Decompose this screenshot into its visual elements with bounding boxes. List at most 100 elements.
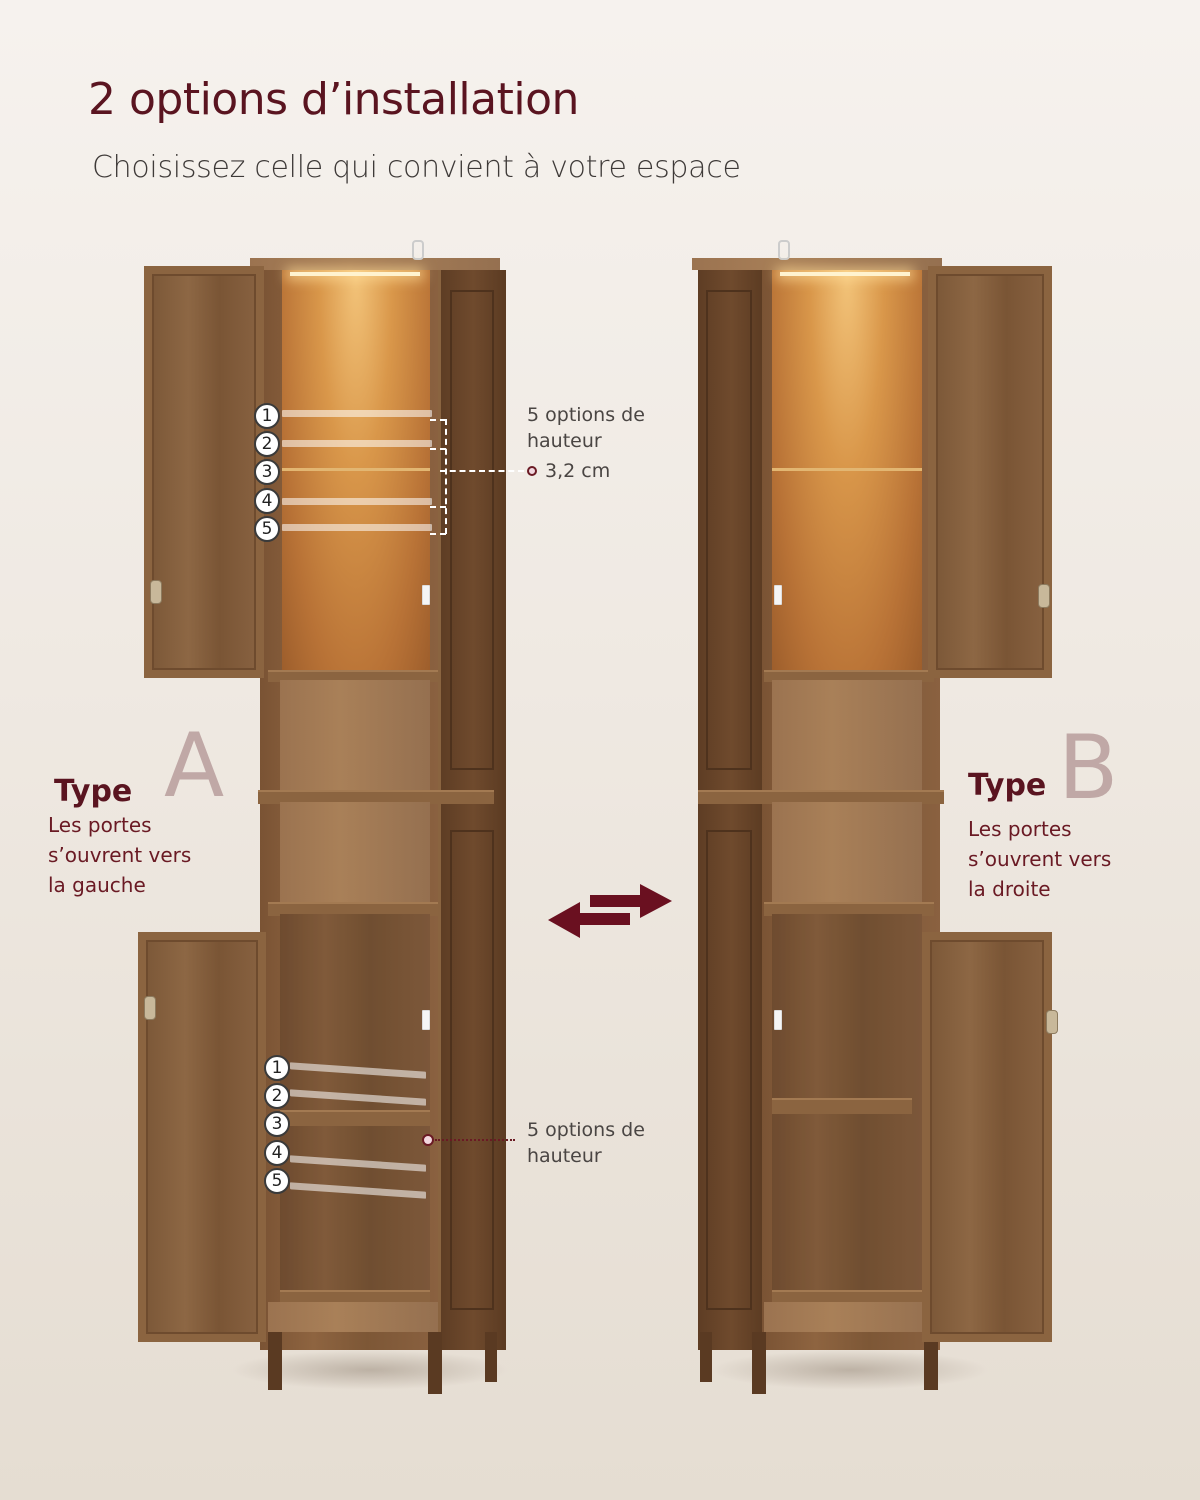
desc-line: Les portes: [968, 817, 1072, 841]
shelf-ghost-5: [282, 524, 432, 531]
lower-shelf-markers-a: 1 2 3 4 5: [262, 1050, 522, 1200]
shelf-ghost-2: [290, 1089, 426, 1106]
lower-compartment: [280, 914, 430, 1304]
desc-line: la droite: [968, 877, 1051, 901]
lower-door-open-left[interactable]: [138, 932, 266, 1342]
magnet-catch: [422, 585, 430, 605]
desc-line: la gauche: [48, 873, 146, 897]
upper-door-open-right[interactable]: [928, 266, 1052, 678]
glass-shelf: [772, 468, 922, 471]
note-line-2: hauteur: [527, 430, 602, 452]
position-badge-3: 3: [254, 459, 280, 485]
lower-height-note: 5 options de hauteur: [527, 1117, 645, 1169]
note-line-1: 5 options de: [527, 404, 645, 426]
upper-height-note: 5 options de hauteur 3,2 cm: [527, 402, 645, 484]
position-badge-5: 5: [254, 516, 280, 542]
shelf-ghost-5: [290, 1182, 426, 1199]
leg: [924, 1332, 938, 1390]
leg: [700, 1332, 712, 1382]
cabinet-top: [692, 258, 942, 270]
type-b-letter: B: [1058, 716, 1119, 819]
leg: [752, 1332, 766, 1394]
type-a-letter: A: [164, 714, 225, 817]
shelf-ghost-1: [290, 1062, 426, 1079]
bracket-line: [430, 448, 446, 450]
open-cubby: [280, 802, 430, 902]
fixed-shelf: [764, 670, 934, 682]
position-badge-4: 4: [264, 1140, 290, 1166]
magnet-catch: [422, 1010, 430, 1030]
type-b-word: Type: [968, 768, 1047, 803]
cabinet-top: [250, 258, 500, 270]
wall-hook: [412, 240, 424, 260]
magnet-catch: [774, 585, 782, 605]
glass-shelf: [282, 468, 430, 471]
led-strip: [780, 272, 910, 276]
bracket-line: [430, 533, 446, 535]
bottom-shelf: [280, 1290, 430, 1304]
desc-line: s’ouvrent vers: [48, 843, 192, 867]
leg: [428, 1332, 442, 1394]
position-badge-1: 1: [254, 403, 280, 429]
door-hinge: [150, 580, 162, 604]
position-badge-3: 3: [264, 1111, 290, 1137]
lower-door-open-right[interactable]: [922, 932, 1052, 1342]
connector-line: [440, 470, 524, 472]
type-a-word: Type: [54, 774, 133, 809]
fixed-shelf: [268, 902, 438, 916]
bracket-line: [430, 419, 446, 421]
upper-shelf-markers-a: 1 2 3 4 5: [250, 400, 537, 550]
door-hinge: [1038, 584, 1050, 608]
door-hinge: [144, 996, 156, 1020]
open-cubby: [772, 680, 922, 790]
shelf-ghost-2: [282, 440, 432, 447]
page-title: 2 options d’installation: [88, 74, 579, 125]
bottom-rail: [764, 1302, 934, 1332]
fixed-shelf: [764, 902, 934, 916]
page-subtitle: Choisissez celle qui convient à votre es…: [92, 150, 741, 185]
adjustable-shelf: [772, 1098, 912, 1114]
note-line-1: 5 options de: [527, 1119, 645, 1141]
cabinet-type-a: [130, 240, 510, 1410]
bracket-line: [444, 419, 447, 534]
spacing-marker-dot: [527, 466, 537, 476]
shelf-ghost-4: [290, 1155, 426, 1172]
position-badge-1: 1: [264, 1055, 290, 1081]
desc-line: s’ouvrent vers: [968, 847, 1112, 871]
leg: [268, 1332, 282, 1390]
position-badge-5: 5: [264, 1168, 290, 1194]
shelf-ghost-1: [282, 410, 432, 417]
bracket-line: [430, 506, 446, 508]
bottom-rail: [268, 1302, 438, 1332]
shelf-ghost-4: [282, 498, 432, 505]
open-cubby: [772, 802, 922, 902]
shelf-marker-dot: [422, 1134, 434, 1146]
note-line-2: hauteur: [527, 1145, 602, 1167]
adjustable-shelf: [280, 1110, 430, 1126]
desc-line: Les portes: [48, 813, 152, 837]
upper-door-open-left[interactable]: [144, 266, 264, 678]
middle-divider: [258, 790, 494, 804]
position-badge-2: 2: [264, 1083, 290, 1109]
door-hinge: [1046, 1010, 1058, 1034]
leg: [485, 1332, 497, 1382]
side-panel-inset: [706, 290, 752, 770]
type-b-description: Les portes s’ouvrent vers la droite: [968, 814, 1168, 904]
magnet-catch: [774, 1010, 782, 1030]
side-panel-inset: [450, 290, 494, 770]
wall-hook: [778, 240, 790, 260]
middle-divider: [698, 790, 944, 804]
cabinet-type-b: [690, 240, 1070, 1410]
position-badge-2: 2: [254, 431, 280, 457]
position-badge-4: 4: [254, 488, 280, 514]
fixed-shelf: [268, 670, 438, 682]
dotted-leader: [435, 1139, 515, 1141]
swap-arrows-icon: [540, 880, 680, 940]
type-a-description: Les portes s’ouvrent vers la gauche: [48, 810, 248, 900]
bottom-shelf: [772, 1290, 922, 1304]
spacing-value: 3,2 cm: [545, 460, 611, 482]
side-panel-inset: [450, 830, 494, 1310]
open-cubby: [280, 680, 430, 790]
led-strip: [290, 272, 420, 276]
side-panel-inset: [706, 830, 752, 1310]
